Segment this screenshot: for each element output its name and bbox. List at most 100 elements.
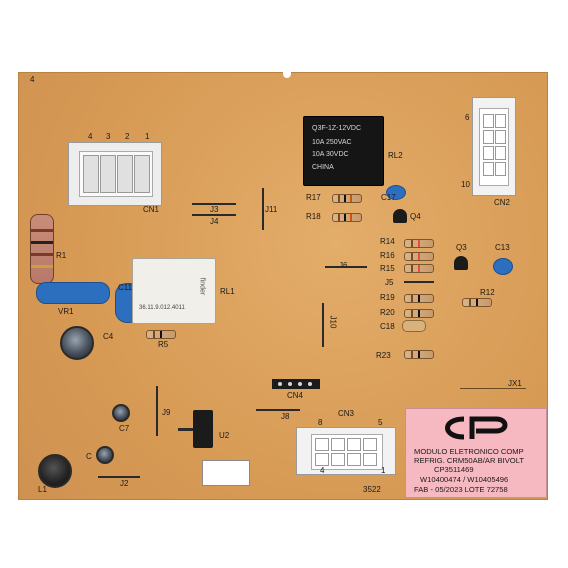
capacitor-c13 — [493, 258, 513, 275]
jumper-j8 — [256, 409, 300, 411]
label-r23: R23 — [376, 351, 391, 360]
label-j4: J4 — [210, 217, 219, 226]
relay-rl2: Q3F-1Z-12VDC 10A 250VAC 10A 30VDC CHINA — [303, 116, 384, 186]
resistor-r18 — [323, 213, 371, 222]
resistor-r19 — [395, 294, 443, 303]
jumper-j2 — [98, 476, 140, 478]
label-r19: R19 — [380, 293, 395, 302]
cn1-pin-4: 4 — [88, 132, 93, 141]
label-c18: C18 — [380, 322, 395, 331]
cn2-pin-6: 6 — [465, 113, 470, 122]
capacitor-c18 — [402, 320, 426, 332]
label-q4: Q4 — [410, 212, 421, 221]
board-notch — [283, 68, 291, 78]
label-j3: J3 — [210, 205, 219, 214]
label-r17: R17 — [306, 193, 321, 202]
jumper-j5 — [404, 281, 434, 283]
cn3-pin-8: 8 — [318, 418, 323, 427]
transistor-q3 — [454, 256, 468, 270]
jumper-j10 — [322, 303, 324, 347]
label-u2: U2 — [219, 431, 230, 440]
label-c11: C11 — [118, 283, 133, 292]
corner-mark: 4 — [30, 75, 35, 84]
label-j8: J8 — [281, 412, 290, 421]
u2-leads — [178, 428, 193, 431]
resistor-r16 — [395, 252, 443, 261]
cn1-pin-1: 1 — [145, 132, 150, 141]
label-r1: R1 — [56, 251, 67, 260]
regulator-u2 — [193, 410, 213, 448]
label-r18: R18 — [306, 212, 321, 221]
jumper-j6 — [325, 266, 367, 268]
resistor-r14 — [395, 239, 443, 248]
jumper-j4 — [192, 214, 236, 216]
capacitor-c4 — [60, 326, 94, 360]
transistor-q4 — [393, 209, 407, 223]
label-r5: R5 — [158, 340, 169, 349]
cn1-pin-2: 2 — [125, 132, 130, 141]
bottom-code: 3522 — [363, 485, 381, 494]
relay2-rating-ac: 10A 250VAC — [312, 139, 352, 146]
product-label-sticker: MODULO ELETRONICO COMP REFRIG. CRM50AB/A… — [405, 408, 547, 498]
capacitor-c7 — [112, 404, 130, 422]
label-j9: J9 — [162, 408, 171, 417]
connector-cn1 — [68, 142, 162, 206]
jumper-jx1 — [460, 388, 526, 389]
label-j6: J6 — [339, 262, 347, 270]
board-cutout — [202, 460, 250, 486]
jumper-j3 — [192, 203, 236, 205]
relay2-rating-dc: 10A 30VDC — [312, 151, 349, 158]
relay2-model: Q3F-1Z-12VDC — [312, 125, 362, 132]
label-c7: C7 — [119, 424, 130, 433]
capacitor-c — [96, 446, 114, 464]
resistor-r12 — [453, 298, 501, 307]
label-cn3: CN3 — [338, 409, 355, 418]
label-j10: J10 — [328, 315, 338, 329]
label-r20: R20 — [380, 308, 395, 317]
label-cn1: CN1 — [143, 205, 160, 214]
relay1-part-number: 36.11.9.012.4011 — [139, 305, 185, 311]
jumper-j9 — [156, 386, 158, 436]
label-c4: C4 — [103, 332, 114, 341]
sticker-line-4: W10400474 / W10405496 — [420, 475, 509, 484]
label-j5: J5 — [385, 278, 394, 287]
label-cn4: CN4 — [287, 391, 304, 400]
sticker-line-3: CP3511469 — [434, 465, 474, 474]
label-c: C — [86, 452, 92, 461]
resistor-r15 — [395, 264, 443, 273]
cn2-pin-10: 10 — [461, 180, 470, 189]
cp-logo — [445, 416, 508, 440]
cn3-pin-5: 5 — [378, 418, 383, 427]
capacitor-c17 — [386, 185, 406, 200]
label-r14: R14 — [380, 237, 395, 246]
resistor-r17 — [323, 194, 371, 203]
sticker-line-1: MODULO ELETRONICO COMP — [414, 447, 524, 456]
resistor-r1 — [30, 214, 54, 284]
cn3-pin-1: 1 — [381, 466, 386, 475]
resistor-r5 — [137, 330, 185, 339]
label-rl1: RL1 — [220, 287, 235, 296]
inductor-l1 — [38, 454, 72, 488]
cn3-pin-4: 4 — [320, 466, 325, 475]
connector-cn3 — [296, 427, 396, 475]
resistor-r23 — [395, 350, 443, 359]
jumper-j11 — [262, 188, 264, 230]
label-r12: R12 — [480, 288, 495, 297]
sticker-line-5: FAB - 05/2023 LOTE 72758 — [414, 485, 508, 494]
label-jx1: JX1 — [508, 379, 522, 388]
connector-cn2 — [472, 97, 516, 196]
label-rl2: RL2 — [388, 151, 403, 160]
cn1-pin-3: 3 — [106, 132, 111, 141]
label-q3: Q3 — [456, 243, 467, 252]
label-r15: R15 — [380, 264, 395, 273]
resistor-r20 — [395, 309, 443, 318]
relay1-brand: finder — [198, 277, 206, 296]
label-r16: R16 — [380, 251, 395, 260]
label-c17: C17 — [381, 193, 396, 202]
varistor-vr1 — [36, 282, 110, 304]
relay2-origin: CHINA — [312, 164, 334, 171]
label-cn2: CN2 — [494, 198, 511, 207]
header-cn4 — [272, 379, 320, 389]
label-vr1: VR1 — [58, 307, 74, 316]
label-c13: C13 — [495, 243, 510, 252]
